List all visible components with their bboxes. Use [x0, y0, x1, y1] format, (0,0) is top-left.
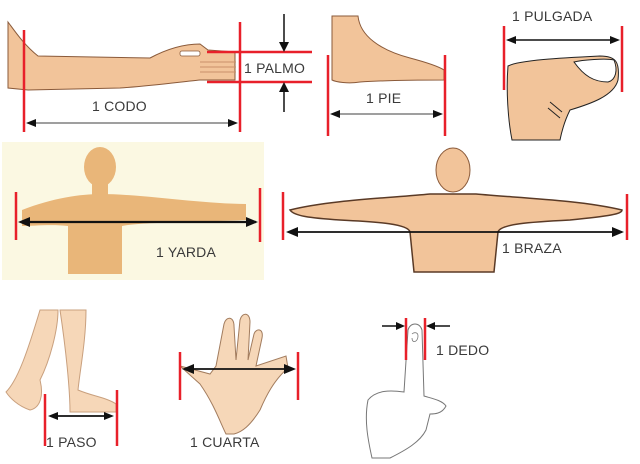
pulgada-panel: 1 PULGADA: [490, 0, 640, 145]
dedo-label: 1 DEDO: [436, 342, 490, 358]
hand-span-illustration: [178, 313, 300, 435]
thumb-illustration: [502, 26, 624, 141]
cuarta-panel: 1 CUARTA: [170, 300, 310, 464]
codo-palmo-panel: 1 CODO 1 PALMO: [0, 0, 330, 145]
paso-label: 1 PASO: [46, 434, 97, 450]
palmo-label: 1 PALMO: [244, 60, 306, 76]
codo-label: 1 CODO: [92, 98, 147, 114]
paso-panel: 1 PASO: [0, 300, 140, 464]
foot-illustration: [326, 15, 447, 136]
forearm-illustration: [7, 14, 312, 132]
dedo-panel: 1 DEDO: [350, 310, 530, 464]
yarda-figure-illustration: [14, 147, 262, 274]
cuarta-label: 1 CUARTA: [190, 434, 260, 450]
pie-label: 1 PIE: [366, 90, 402, 106]
finger-illustration: [365, 318, 450, 459]
braza-panel: 1 BRAZA: [270, 142, 640, 280]
yarda-label: 1 YARDA: [156, 244, 217, 260]
pulgada-label: 1 PULGADA: [512, 8, 593, 24]
legs-step-illustration: [5, 309, 119, 446]
braza-figure-illustration: [281, 147, 629, 273]
pie-panel: 1 PIE: [320, 0, 460, 145]
yarda-panel: 1 YARDA: [2, 142, 264, 280]
braza-label: 1 BRAZA: [502, 240, 562, 256]
